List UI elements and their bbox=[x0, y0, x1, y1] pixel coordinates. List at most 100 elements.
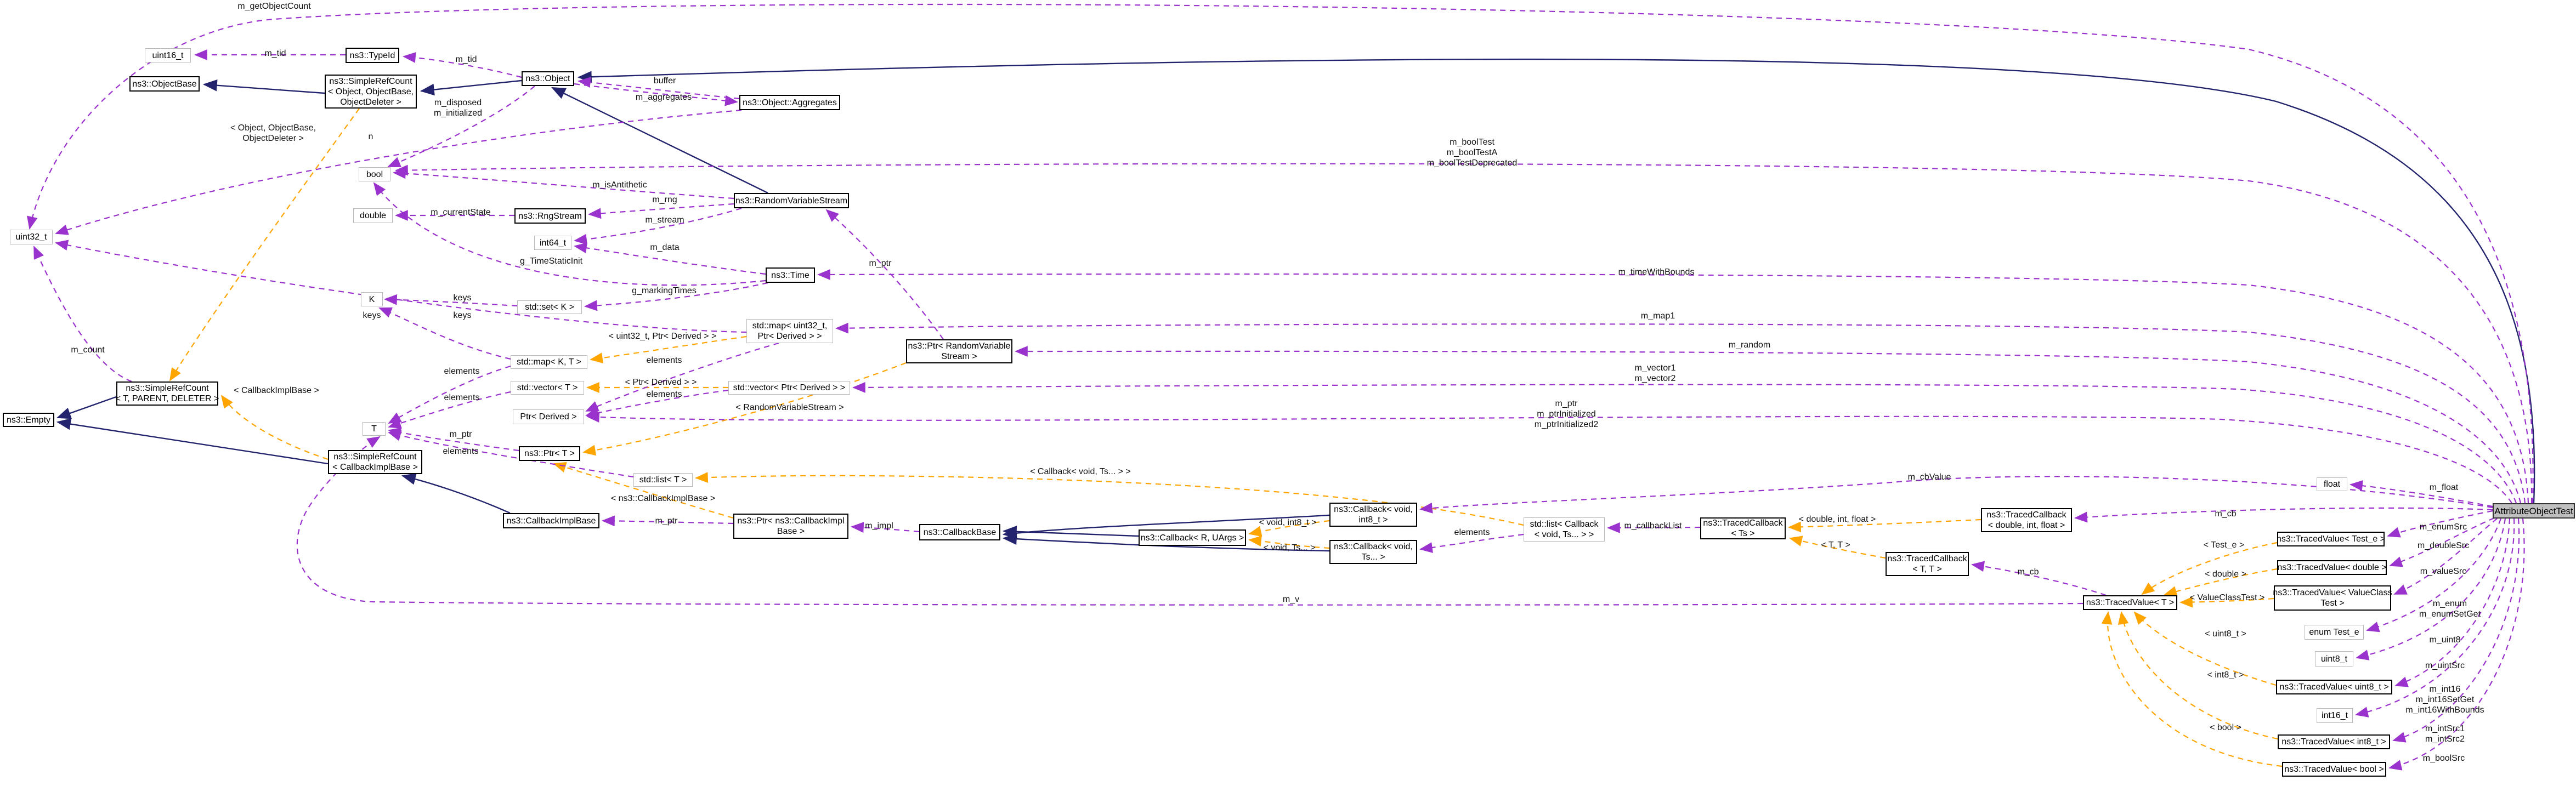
edge-m-aggregates bbox=[574, 83, 738, 106]
node-ns3-tracedvalue-double[interactable]: ns3::TracedValue< double > bbox=[2277, 560, 2387, 575]
node-ns3-callback-void-ts[interactable]: ns3::Callback< void,Ts... > bbox=[1329, 540, 1417, 564]
node-ns3-callbackbase[interactable]: ns3::CallbackBase bbox=[919, 524, 1000, 540]
edge-label-g-markingtimes: g_markingTimes bbox=[632, 286, 697, 295]
edge-label-int8-template-args: < int8_t > bbox=[2207, 670, 2244, 680]
edge-label-m-ptr-t: m_ptr bbox=[449, 430, 472, 439]
edge-inherit-attr-object bbox=[577, 58, 2535, 504]
edge-label-elements-3: elements bbox=[443, 447, 479, 456]
edge-label-ptr-derived-template-args: < Ptr< Derived > > bbox=[625, 378, 697, 387]
edge-m-v bbox=[296, 436, 2084, 606]
edge-label-void-ts-template-args: < void, Ts... > bbox=[1263, 543, 1316, 553]
node-ns3-tracedvalue-t[interactable]: ns3::TracedValue< T > bbox=[2083, 595, 2177, 610]
node-uint8-t: uint8_t bbox=[2315, 651, 2353, 667]
edge-label-m-callbacklist: m_callbackList bbox=[1624, 521, 1682, 531]
node-ns3-simplerefcount-tpd[interactable]: ns3::SimpleRefCount< T, PARENT, DELETER … bbox=[116, 381, 219, 406]
node-ns3-callback-void-int8[interactable]: ns3::Callback< void,int8_t > bbox=[1329, 503, 1417, 527]
edge-label-m-timewithbounds: m_timeWithBounds bbox=[1618, 267, 1695, 277]
node-ns3-simplerefcount-object[interactable]: ns3::SimpleRefCount< Object, ObjectBase,… bbox=[325, 75, 417, 109]
edge-label-g-timestaticinit: g_TimeStaticInit bbox=[519, 257, 583, 266]
node-ns3-object[interactable]: ns3::Object bbox=[522, 71, 574, 86]
edge-m-ptr-ptrt-t bbox=[388, 427, 519, 452]
edge-label-m-rng: m_rng bbox=[652, 195, 677, 204]
edge-label-tt-template-args: < T, T > bbox=[1821, 540, 1850, 550]
edge-m-float bbox=[2349, 480, 2493, 508]
edge-tpl-tvint8-tvt bbox=[2118, 611, 2278, 740]
node-ns3-object-aggregates[interactable]: ns3::Object::Aggregates bbox=[739, 95, 840, 110]
node-attributeobjecttest: AttributeObjectTest bbox=[2493, 503, 2575, 519]
edge-label-object-template-args: < Object, ObjectBase,ObjectDeleter > bbox=[230, 123, 316, 143]
edge-m-uintsrc bbox=[2394, 518, 2511, 687]
node-ns3-callbackimplbase[interactable]: ns3::CallbackImplBase bbox=[503, 513, 599, 528]
edge-tpl-ptrcib-ptrt bbox=[553, 462, 734, 519]
edge-m-data bbox=[574, 242, 766, 275]
node-ns3-tracedvalue-teste[interactable]: ns3::TracedValue< Test_e > bbox=[2277, 532, 2385, 546]
edge-m-cbvalue bbox=[1419, 476, 2493, 514]
node-ns3-tracedcallback-tt[interactable]: ns3::TracedCallback< T, T > bbox=[1886, 552, 1969, 576]
edge-label-m-enumsrc: m_enumSrc bbox=[2419, 522, 2467, 532]
edge-label-m-v: m_v bbox=[1282, 595, 1300, 604]
edge-label-teste-template-args: < Test_e > bbox=[2203, 540, 2245, 550]
node-uint32-t: uint32_t bbox=[10, 230, 53, 244]
edge-label-m-random: m_random bbox=[1728, 340, 1771, 350]
node-ns3-typeid[interactable]: ns3::TypeId bbox=[346, 48, 399, 63]
edge-g-markingtimes bbox=[584, 282, 768, 311]
edge-label-m-cb-2: m_cb bbox=[2017, 567, 2039, 577]
node-std-vector-t: std::vector< T > bbox=[511, 381, 584, 395]
node-ns3-randomvariablestream[interactable]: ns3::RandomVariableStream bbox=[734, 193, 849, 208]
edge-label-m-aggregates: m_aggregates bbox=[635, 93, 692, 102]
edge-label-ptrcib-template-args: < ns3::CallbackImplBase > bbox=[610, 494, 716, 503]
node-ns3-callback-r-uargs[interactable]: ns3::Callback< R, UArgs > bbox=[1139, 529, 1246, 546]
node-std-list-t: std::list< T > bbox=[633, 473, 693, 487]
node-ns3-empty[interactable]: ns3::Empty bbox=[3, 413, 54, 427]
edge-m-enumsrc bbox=[2387, 510, 2493, 538]
node-std-list-callback: std::list< Callback< void, Ts... > > bbox=[1524, 517, 1605, 542]
node-ns3-time[interactable]: ns3::Time bbox=[766, 267, 815, 283]
edge-m-impl bbox=[851, 522, 920, 533]
node-int64-t: int64_t bbox=[534, 236, 571, 250]
edge-inherit-srcib-empty bbox=[56, 418, 329, 465]
node-ns3-tracedvalue-int8[interactable]: ns3::TracedValue< int8_t > bbox=[2278, 734, 2390, 749]
edge-label-double-template-args: < double > bbox=[2205, 569, 2246, 579]
edge-label-uint8-template-args: < uint8_t > bbox=[2205, 629, 2246, 639]
edge-label-bool-template-args: < bool > bbox=[2210, 723, 2241, 732]
edge-label-m-ptr-cib: m_ptr bbox=[655, 516, 678, 526]
edge-m-timewithbounds bbox=[817, 269, 2529, 504]
edge-label-m-boolsrc: m_boolSrc bbox=[2422, 754, 2465, 763]
node-k: K bbox=[361, 292, 383, 306]
edge-elements-listt-t bbox=[388, 430, 634, 478]
edge-label-m-valuesrc: m_valueSrc bbox=[2420, 567, 2467, 576]
edge-label-m-uint8: m_uint8 bbox=[2429, 635, 2461, 645]
node-ns3-tracedvalue-uint8[interactable]: ns3::TracedValue< uint8_t > bbox=[2276, 680, 2392, 694]
edge-tpl-tvteste-tvt bbox=[2141, 542, 2278, 595]
edge-label-buffer: buffer bbox=[653, 76, 676, 86]
edge-label-dif-template-args: < double, int, float > bbox=[1798, 515, 1876, 524]
edge-label-m-stream: m_stream bbox=[645, 215, 684, 225]
node-ptr-derived: Ptr< Derived > bbox=[513, 409, 584, 424]
edge-label-m-currentstate: m_currentState bbox=[431, 208, 491, 217]
edge-label-rvs-template-args: < RandomVariableStream > bbox=[735, 403, 844, 412]
node-ns3-tracedcallback-dif[interactable]: ns3::TracedCallback< double, int, float … bbox=[1981, 508, 2072, 532]
node-ns3-objectbase[interactable]: ns3::ObjectBase bbox=[129, 76, 200, 92]
edge-label-elements-4: elements bbox=[1454, 528, 1490, 537]
node-int16-t: int16_t bbox=[2317, 708, 2353, 723]
node-ns3-rngstream[interactable]: ns3::RngStream bbox=[514, 208, 586, 224]
edge-tpl-ptrrvs-ptrt bbox=[582, 362, 907, 456]
node-ns3-tracedcallback-ts[interactable]: ns3::TracedCallback< Ts > bbox=[1700, 517, 1786, 539]
node-enum-test-e: enum Test_e bbox=[2305, 625, 2364, 640]
node-ns3-simplerefcount-callbackimplbase[interactable]: ns3::SimpleRefCount< CallbackImplBase > bbox=[328, 450, 422, 474]
edge-inherit-srobj-objectbase bbox=[202, 79, 325, 94]
node-ns3-ptr-t[interactable]: ns3::Ptr< T > bbox=[519, 446, 580, 461]
node-ns3-tracedvalue-bool[interactable]: ns3::TracedValue< bool > bbox=[2282, 762, 2386, 777]
edge-label-m-data: m_data bbox=[650, 243, 680, 252]
edge-label-callbackimplbase-template-args: < CallbackImplBase > bbox=[234, 386, 319, 395]
